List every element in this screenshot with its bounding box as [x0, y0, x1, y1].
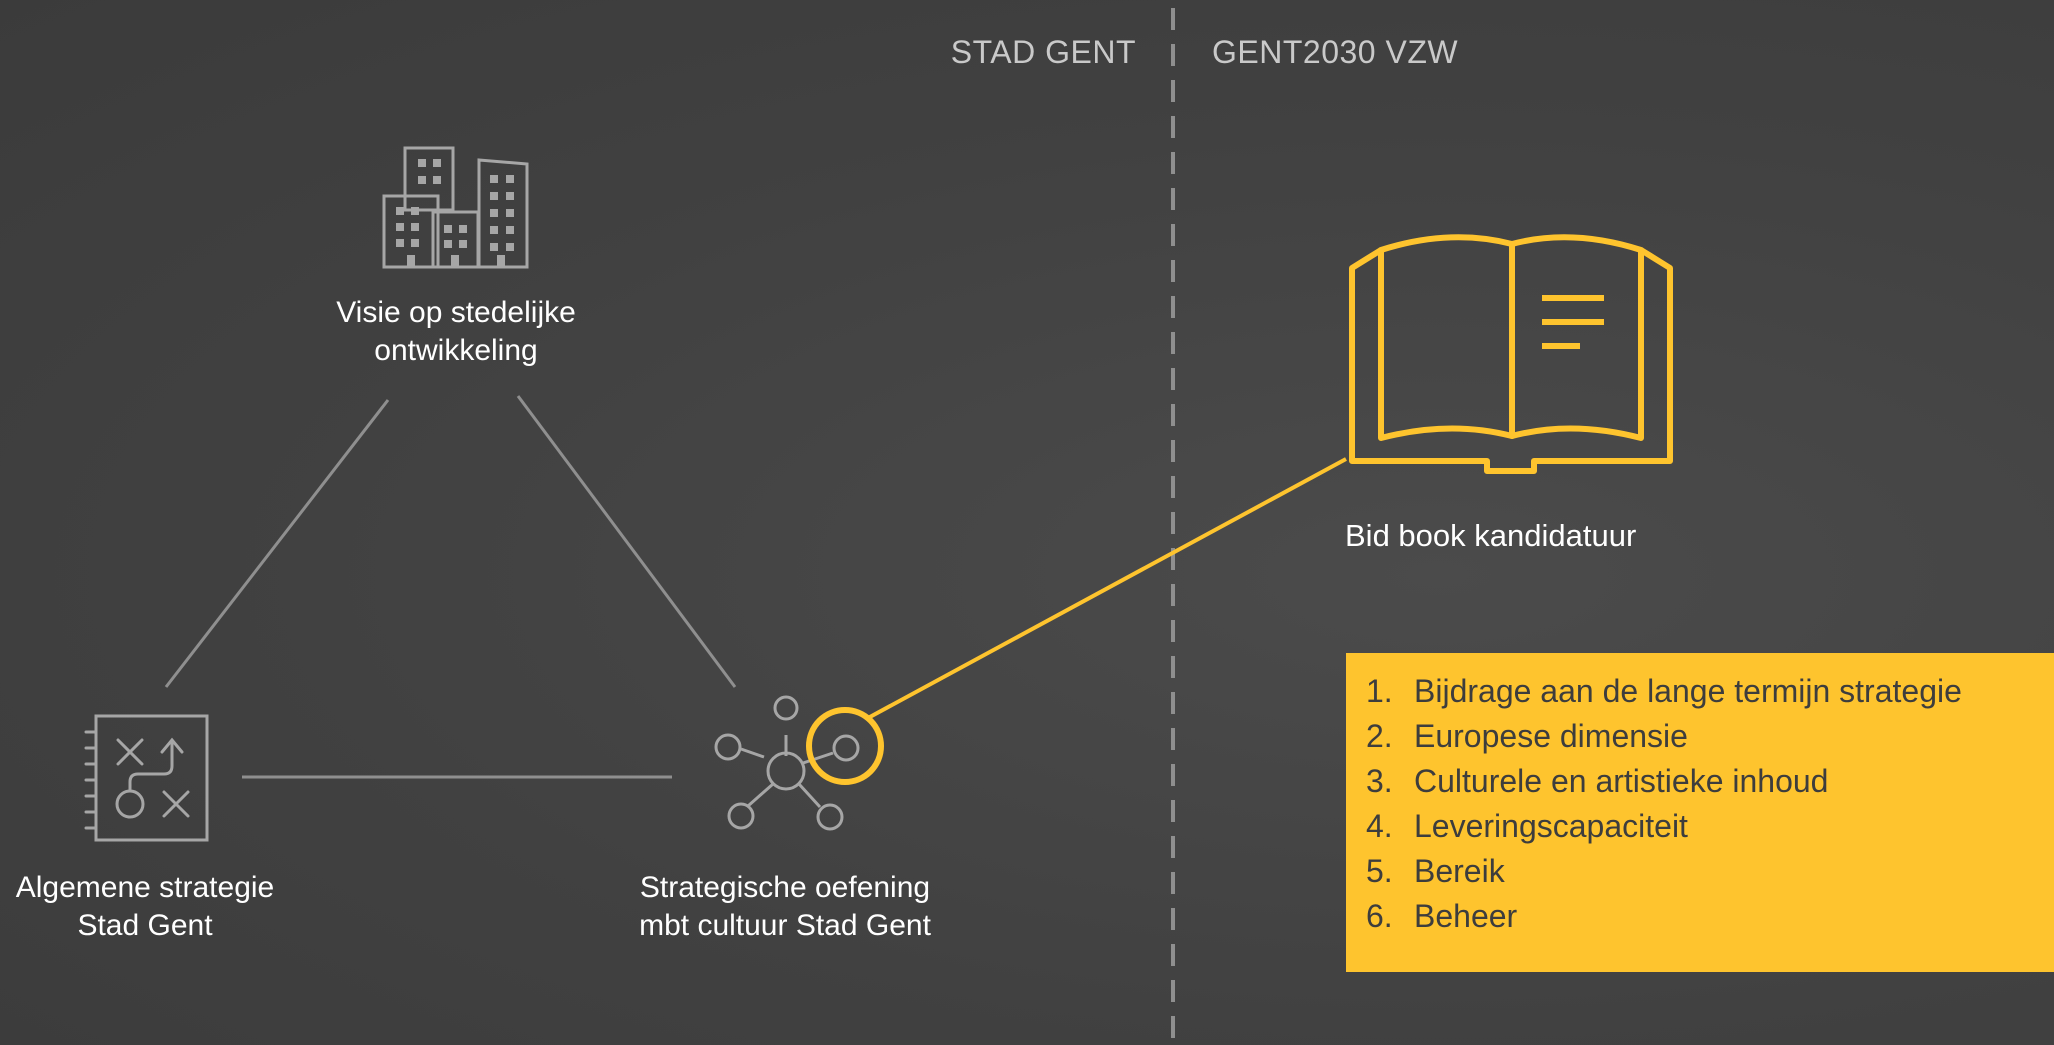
open-book-icon: [1349, 234, 1673, 474]
criteria-panel: 1. Bijdrage aan de lange termijn strategi…: [1346, 653, 2054, 972]
highlight-ring: [806, 707, 884, 785]
strategy-plan-icon: [84, 714, 209, 842]
node-label-algemene-strategie: Algemene strategie Stad Gent: [5, 869, 285, 945]
city-buildings-icon: [382, 146, 529, 269]
criteria-number: 6.: [1366, 898, 1393, 934]
criteria-number: 5.: [1366, 853, 1393, 889]
connector-top-left: [164, 399, 390, 688]
node-label-algemene-line2: Stad Gent: [77, 909, 213, 942]
criteria-text: Europese dimensie: [1414, 718, 1688, 754]
node-label-visie-line2: ontwikkeling: [374, 334, 538, 367]
node-label-strategische-oefening: Strategische oefening mbt cultuur Stad G…: [625, 869, 945, 945]
criteria-text: Bereik: [1414, 853, 1505, 889]
header-gent2030-vzw: GENT2030 VZW: [1212, 34, 1459, 70]
node-label-strategische-line2: mbt cultuur Stad Gent: [639, 909, 931, 942]
criteria-item: 2. Europese dimensie: [1366, 714, 2054, 759]
criteria-item: 1. Bijdrage aan de lange termijn strategi…: [1366, 669, 2054, 714]
criteria-number: 4.: [1366, 808, 1393, 844]
criteria-number: 2.: [1366, 718, 1393, 754]
criteria-item: 5. Bereik: [1366, 849, 2054, 894]
connector-to-bid-book: [867, 457, 1347, 720]
node-label-visie-line1: Visie op stedelijke: [336, 296, 576, 329]
triangle-connectors: [164, 395, 737, 779]
network-hub-icon: [714, 695, 860, 831]
criteria-number: 1.: [1366, 673, 1393, 709]
header-stad-gent: STAD GENT: [950, 34, 1136, 70]
criteria-item: 6. Beheer: [1366, 894, 2054, 939]
criteria-list: 1. Bijdrage aan de lange termijn strategi…: [1366, 669, 2054, 939]
node-label-strategische-line1: Strategische oefening: [639, 871, 931, 904]
criteria-item: 3. Culturele en artistieke inhoud: [1366, 759, 2054, 804]
criteria-text: Leveringscapaciteit: [1414, 808, 1688, 844]
criteria-number: 3.: [1366, 763, 1393, 799]
criteria-text: Bijdrage aan de lange termijn strategie: [1414, 673, 1962, 709]
node-label-algemene-line1: Algemene strategie: [15, 871, 275, 904]
node-label-visie: Visie op stedelijke ontwikkeling: [316, 294, 596, 370]
node-label-bid-book: Bid book kandidatuur: [1345, 518, 1637, 553]
connector-top-right: [516, 395, 737, 688]
criteria-item: 4. Leveringscapaciteit: [1366, 804, 2054, 849]
criteria-text: Culturele en artistieke inhoud: [1414, 763, 1829, 799]
criteria-text: Beheer: [1414, 898, 1518, 934]
